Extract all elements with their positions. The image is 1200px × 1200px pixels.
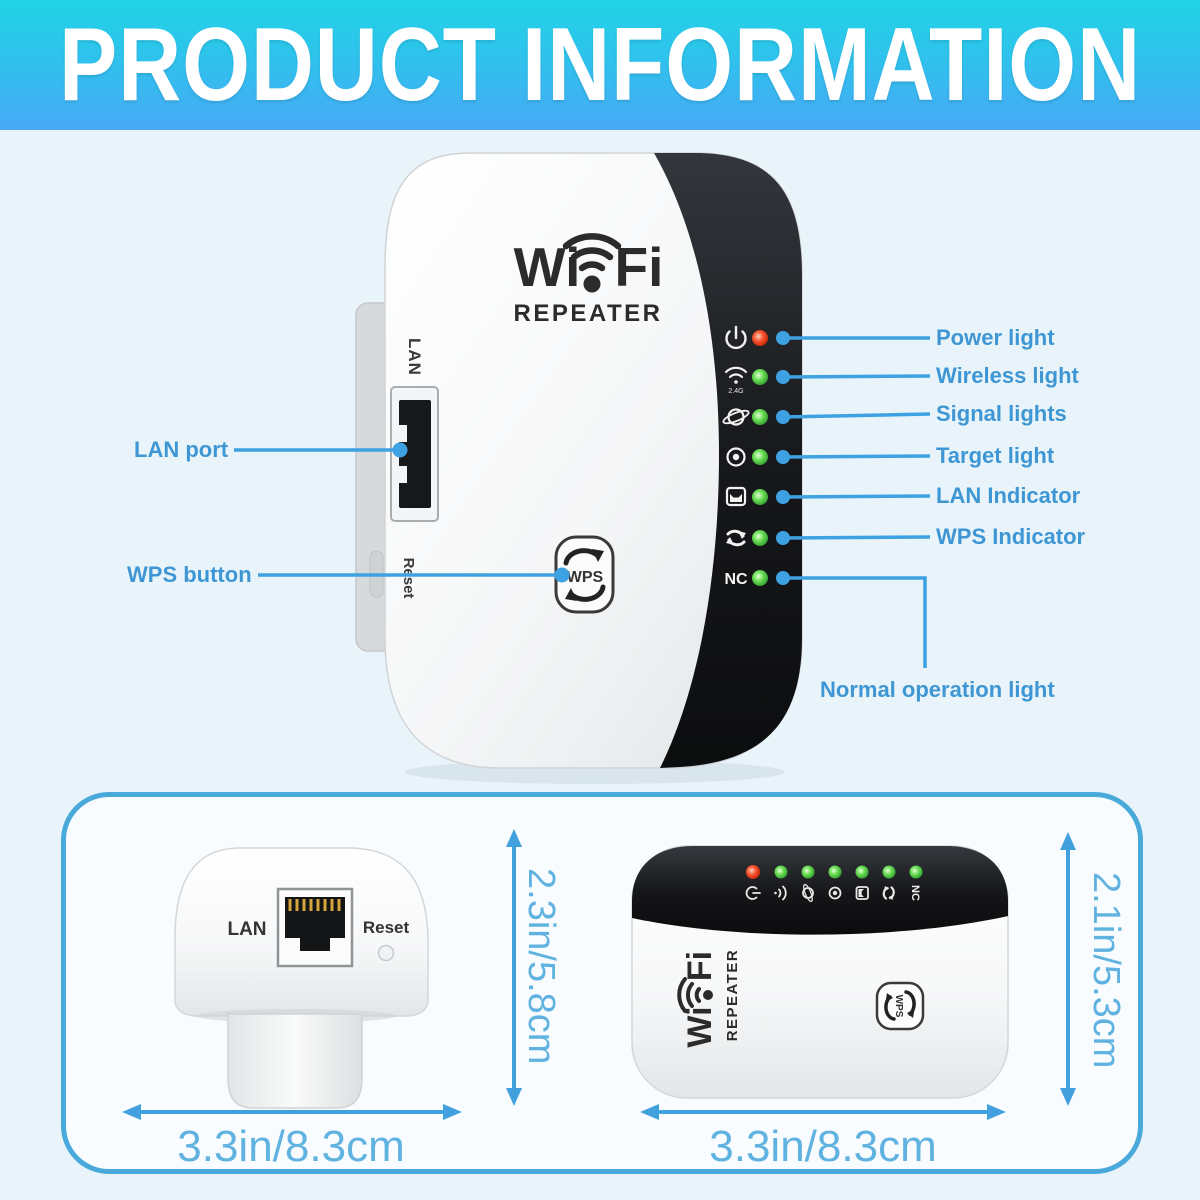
bottom-devices-illustration: LAN Reset <box>122 829 1076 1120</box>
front-view-nc-label: NC <box>909 885 921 901</box>
callout-normal-operation-light: Normal operation light <box>820 677 1055 702</box>
nc-label: NC <box>724 571 748 588</box>
target-icon <box>828 886 842 900</box>
main-device-illustration: Wi Fi REPEATER LAN Reset WPS <box>234 152 931 784</box>
brand-fi: Fi <box>615 236 664 298</box>
callout-wps-button: WPS button <box>127 562 252 587</box>
dimension-left-height: 2.3in/5.8cm <box>520 868 562 1065</box>
nc-led <box>752 570 768 586</box>
top-view-lan-label: LAN <box>227 919 266 940</box>
callout-lan-port: LAN port <box>134 437 229 462</box>
front-view-device: NC Wi Fi REPEATER <box>631 845 1009 1099</box>
wps-button[interactable]: WPS <box>554 535 615 614</box>
wireless-icon <box>724 366 748 384</box>
signal-icon <box>802 883 814 903</box>
reset-engraving: Reset <box>400 558 417 599</box>
wps-icon <box>726 529 746 547</box>
callout-target-light: Target light <box>936 443 1055 468</box>
callout-power-light: Power light <box>936 325 1055 350</box>
lan-icon <box>725 486 747 507</box>
power-icon <box>725 325 747 350</box>
power-led <box>752 330 768 346</box>
power-icon <box>745 886 761 900</box>
front-view-brand: Wi Fi REPEATER <box>677 949 741 1048</box>
front-view-led-icons <box>745 883 895 903</box>
wps-led <box>752 530 768 546</box>
wifi-dot <box>583 275 601 293</box>
led-lights <box>752 330 768 586</box>
dimension-right-height: 2.1in/5.3cm <box>1085 872 1127 1069</box>
wifi-band-label: 2.4G <box>728 388 743 395</box>
lan-port-engraving: LAN <box>405 338 424 376</box>
wifi-icon <box>562 233 622 272</box>
signal-icon <box>722 408 750 426</box>
front-view-wps-button[interactable]: WPS <box>875 981 925 1031</box>
callout-wps-indicator: WPS Indicator <box>936 524 1086 549</box>
dimension-arrows <box>122 829 1076 1120</box>
callout-lines <box>234 331 931 668</box>
target-led <box>752 449 768 465</box>
wireless-icon <box>774 885 787 901</box>
header-banner: PRODUCT INFORMATION <box>0 0 1200 130</box>
svg-text:WPS: WPS <box>893 995 904 1018</box>
top-view-reset-label: Reset <box>363 918 410 937</box>
top-view-device: LAN Reset <box>174 847 429 1109</box>
lan-led <box>752 489 768 505</box>
lan-port[interactable] <box>390 386 439 522</box>
led-icons <box>722 325 750 547</box>
callout-wireless-light: Wireless light <box>936 363 1079 388</box>
dimension-right-width: 3.3in/8.3cm <box>709 1122 937 1171</box>
brand-repeater: REPEATER <box>514 300 663 327</box>
wps-button-label: WPS <box>567 569 604 586</box>
dimension-left-width: 3.3in/8.3cm <box>177 1122 405 1171</box>
wps-icon <box>882 886 895 900</box>
top-view-reset-button[interactable] <box>377 944 395 962</box>
svg-text:Fi: Fi <box>681 951 719 981</box>
callout-signal-lights: Signal lights <box>936 401 1067 426</box>
callout-lan-indicator: LAN Indicator <box>936 483 1081 508</box>
front-view-leds <box>746 865 923 879</box>
wireless-led <box>752 369 768 385</box>
page-title: PRODUCT INFORMATION <box>59 6 1142 123</box>
svg-text:Wi: Wi <box>681 1006 719 1047</box>
lan-icon <box>855 886 869 900</box>
svg-text:REPEATER: REPEATER <box>724 949 741 1042</box>
signal-led <box>752 409 768 425</box>
brand-logo: Wi Fi REPEATER <box>514 233 664 327</box>
rj45-port[interactable] <box>276 887 354 968</box>
target-icon <box>726 447 746 467</box>
